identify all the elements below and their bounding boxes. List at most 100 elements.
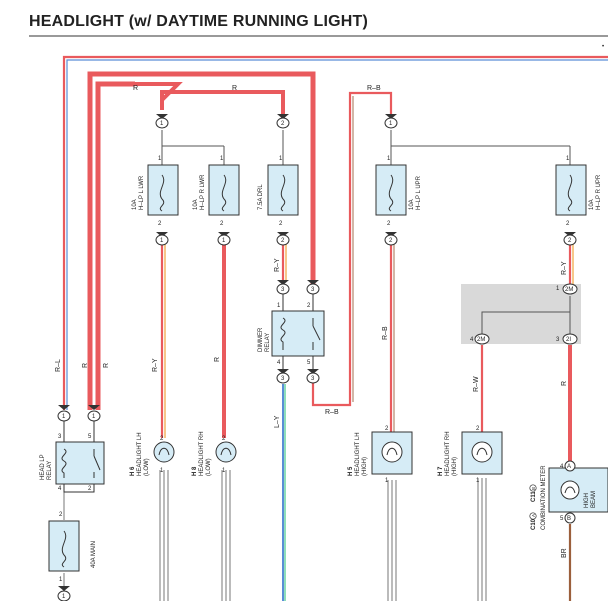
wire-r-b-upper[interactable] — [311, 91, 393, 407]
wire-label-r-b-bottom: R–B — [325, 409, 339, 416]
svg-text:H 7: H 7 — [438, 466, 444, 476]
svg-text:HIGH: HIGH — [584, 493, 590, 508]
svg-text:1: 1 — [222, 238, 226, 244]
wire-offpage-marker: • — [602, 44, 604, 50]
svg-text:2: 2 — [222, 436, 226, 442]
pin-fuse2-bottom: 1 — [217, 232, 231, 246]
wire-label-r-y-3: R–Y — [561, 261, 568, 275]
svg-text:2: 2 — [281, 238, 285, 244]
svg-text:1: 1 — [160, 121, 164, 127]
svg-text:RELAY: RELAY — [47, 461, 53, 480]
headlight-rh-high[interactable]: 21 H 7 HEADLIGHT RH (HIGH) — [438, 426, 503, 484]
svg-text:3: 3 — [281, 376, 285, 382]
svg-text:2: 2 — [387, 221, 391, 227]
fuse-hlp-r-upr[interactable]: 12 10A H–LP R UPR — [555, 156, 602, 227]
svg-text:1: 1 — [62, 594, 66, 600]
svg-text:(HIGH): (HIGH) — [362, 457, 368, 476]
svg-text:10A: 10A — [409, 199, 415, 210]
fuse-40a-main[interactable]: 21 40A MAIN — [48, 512, 97, 583]
svg-text:2I: 2I — [566, 337, 571, 343]
wire-label-r-w: R–W — [473, 376, 480, 392]
wire-label-r-2: R — [232, 85, 237, 92]
svg-text:2: 2 — [566, 221, 570, 227]
svg-text:1: 1 — [387, 156, 391, 162]
svg-text:4: 4 — [58, 486, 62, 492]
wire-r-inner[interactable] — [95, 81, 135, 410]
wire-r-branch[interactable] — [135, 82, 183, 102]
svg-text:1: 1 — [277, 303, 281, 309]
svg-text:B: B — [531, 487, 536, 490]
pin-junction-2m-left: 2M — [474, 333, 490, 345]
svg-text:3: 3 — [311, 287, 315, 293]
svg-text:2: 2 — [160, 436, 164, 442]
pin-fuse4-bottom: 2 — [384, 232, 398, 246]
svg-text:2M: 2M — [477, 337, 485, 343]
svg-text:5: 5 — [88, 434, 92, 440]
wire-label-r-l: R–L — [55, 359, 62, 372]
svg-text:2: 2 — [88, 486, 92, 492]
pin-relay-left: 1 — [57, 405, 71, 422]
wire-r-main[interactable] — [87, 71, 316, 410]
svg-text:2: 2 — [476, 426, 480, 432]
svg-text:HEADLIGHT RH: HEADLIGHT RH — [199, 431, 205, 476]
svg-text:H–LP R LWR: H–LP R LWR — [200, 174, 206, 210]
wire-label-r-b-top: R–B — [367, 85, 381, 92]
svg-text:C11: C11 — [531, 491, 537, 502]
wire-r-fuse-feed[interactable] — [160, 90, 285, 118]
combination-meter[interactable]: A B 4 5 HIGH BEAM C10 A C11 B COMBINATIO… — [529, 460, 608, 530]
svg-text:1: 1 — [158, 156, 162, 162]
pin-junction-2m-top: 2M — [562, 283, 578, 295]
svg-text:1: 1 — [279, 156, 283, 162]
wire-junction-internal — [481, 296, 571, 334]
pin-dimmer-3b: 3 — [306, 280, 320, 295]
svg-text:B: B — [567, 516, 571, 522]
svg-text:2: 2 — [59, 512, 63, 518]
svg-text:4: 4 — [560, 464, 564, 470]
svg-text:H 6: H 6 — [130, 466, 136, 476]
svg-text:HEADLIGHT LH: HEADLIGHT LH — [355, 432, 361, 476]
svg-text:2: 2 — [158, 221, 162, 227]
wire-r-l-outer[interactable] — [62, 55, 608, 410]
fuse-hlp-l-lwr[interactable]: 12 10A H–LP L LWR — [132, 156, 179, 227]
svg-text:2: 2 — [220, 221, 224, 227]
svg-text:2: 2 — [279, 221, 283, 227]
headlight-rh-low[interactable]: 21 H 8 HEADLIGHT RH (LOW) — [192, 431, 237, 476]
wire-r-l-outer-stripe — [66, 59, 608, 410]
svg-text:2: 2 — [568, 238, 572, 244]
wire-label-r-relay-2: R — [103, 363, 110, 368]
svg-text:C10: C10 — [531, 518, 537, 530]
wire-label-r-h8: R — [214, 357, 221, 362]
headlight-lh-high[interactable]: 21 H 5 HEADLIGHT LH (HIGH) — [348, 426, 413, 484]
pin-fuse1-top: 1 — [155, 114, 169, 129]
svg-text:10A: 10A — [193, 199, 199, 210]
svg-text:H–LP L UPR: H–LP L UPR — [416, 175, 422, 210]
svg-text:1: 1 — [92, 414, 96, 420]
wire-label-r-b-h5: R–B — [382, 326, 389, 340]
svg-text:A: A — [567, 464, 571, 470]
svg-text:3: 3 — [311, 376, 315, 382]
svg-text:RELAY: RELAY — [265, 333, 271, 352]
svg-text:COMBINATION METER: COMBINATION METER — [541, 465, 547, 530]
fuse-hlp-l-upr[interactable]: 1 2 10A H–LP L UPR — [375, 156, 422, 227]
svg-text:5: 5 — [307, 360, 311, 366]
svg-text:2: 2 — [281, 121, 285, 127]
pin-main-bottom: 1 — [57, 586, 71, 601]
pin-fuse1-bottom: 1 — [155, 232, 169, 246]
svg-text:3: 3 — [281, 287, 285, 293]
svg-text:1: 1 — [220, 156, 224, 162]
svg-text:4: 4 — [277, 360, 281, 366]
svg-text:H 5: H 5 — [348, 466, 354, 476]
pin-junction-4: 4 — [470, 337, 474, 343]
fuse-drl[interactable]: 12 7.5A DRL — [258, 156, 299, 227]
fuse-hlp-r-lwr[interactable]: 1 2 10A H–LP R LWR — [193, 156, 240, 227]
svg-text:DIMMER: DIMMER — [258, 327, 264, 352]
svg-text:(LOW): (LOW) — [144, 458, 150, 476]
svg-text:HEAD LP: HEAD LP — [40, 454, 46, 480]
page-title: HEADLIGHT (w/ DAYTIME RUNNING LIGHT) — [29, 13, 369, 30]
svg-text:HEADLIGHT LH: HEADLIGHT LH — [137, 432, 143, 476]
svg-text:1: 1 — [389, 121, 393, 127]
headlight-lh-low[interactable]: 21 H 6 HEADLIGHT LH (LOW) — [130, 432, 175, 476]
